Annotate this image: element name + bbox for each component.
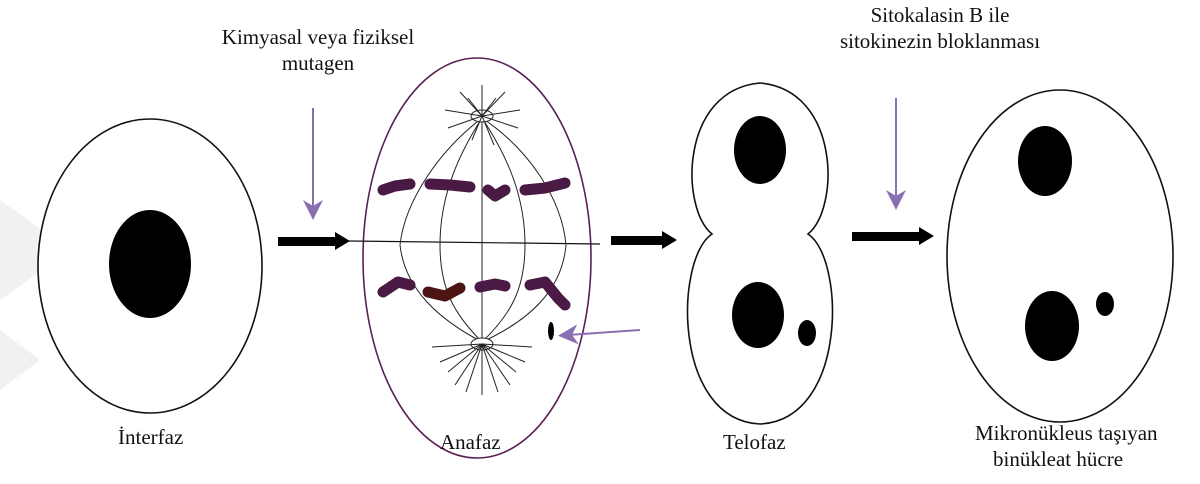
lagging-chromosome-fragment — [548, 322, 554, 340]
binucleate-label-line-2: binükleat hücre — [975, 446, 1158, 472]
interphase-label: İnterfaz — [118, 424, 183, 450]
arrow-anaphase-to-telophase — [611, 231, 677, 249]
cytokinesis-block-label: Sitokalasin B ile sitokinezin bloklanmas… — [820, 2, 1060, 54]
telophase-lower-nucleus — [732, 282, 784, 348]
arrow-telophase-to-binucleate — [852, 227, 934, 245]
telophase-upper-nucleus — [734, 116, 786, 184]
telophase-label: Telofaz — [723, 429, 786, 455]
binucleate-upper-nucleus — [1018, 126, 1072, 196]
mutagen-label: Kimyasal veya fiziksel mutagen — [218, 24, 418, 76]
cytokinesis-block-label-line-2: sitokinezin bloklanması — [820, 28, 1060, 54]
interphase-nucleus — [109, 210, 191, 318]
telophase-micronucleus — [798, 320, 816, 346]
binucleate-micronucleus — [1096, 292, 1114, 316]
binucleate-label: Mikronükleus taşıyan binükleat hücre — [975, 420, 1158, 472]
binucleate-cell — [947, 90, 1173, 422]
arrow-interphase-to-anaphase — [278, 232, 350, 250]
anaphase-cell — [348, 58, 600, 458]
telophase-cell — [688, 83, 833, 424]
binucleate-lower-nucleus — [1025, 291, 1079, 361]
anaphase-label: Anafaz — [440, 429, 501, 455]
mutagen-label-line-1: Kimyasal veya fiziksel — [218, 24, 418, 50]
cytokinesis-block-label-line-1: Sitokalasin B ile — [820, 2, 1060, 28]
mutagen-label-line-2: mutagen — [218, 50, 418, 76]
interphase-cell — [38, 119, 262, 413]
binucleate-label-line-1: Mikronükleus taşıyan — [975, 420, 1158, 446]
